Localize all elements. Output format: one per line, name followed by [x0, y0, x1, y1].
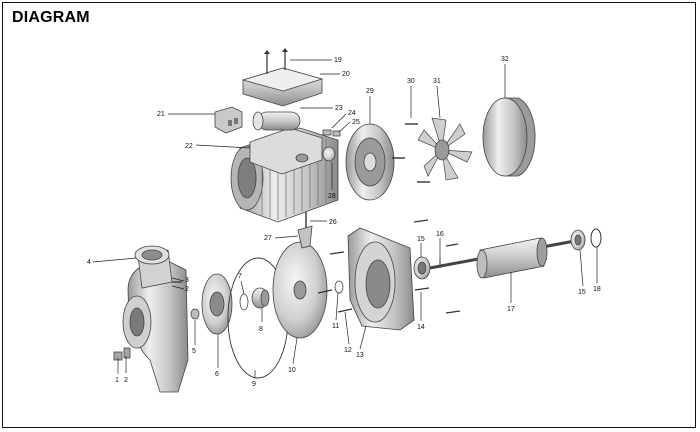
part-label: 5 — [192, 348, 196, 355]
part-label: 23 — [335, 105, 343, 112]
part-label: 2 — [124, 377, 128, 384]
part-label: 11 — [332, 323, 339, 330]
fan-assembly — [392, 117, 473, 183]
part-label: 7 — [238, 273, 242, 280]
terminal-box-cover — [241, 48, 324, 107]
part-label: 25 — [352, 119, 360, 126]
part-label: 14 — [417, 324, 425, 331]
impeller — [201, 273, 233, 335]
front-bearing — [413, 219, 461, 314]
part-labels: 1 2 2 3 4 5 6 7 8 9 10 11 12 13 14 15 15… — [87, 56, 601, 388]
part-label: 30 — [407, 78, 415, 85]
part-label: 24 — [348, 110, 356, 117]
rear-bearing — [570, 228, 602, 251]
small-fasteners — [305, 129, 341, 228]
diagram-title: DIAGRAM — [12, 9, 90, 26]
part-label: 13 — [356, 352, 364, 359]
part-label: 15 — [417, 236, 425, 243]
diffuser-plate — [272, 241, 328, 339]
seal-parts — [227, 257, 289, 379]
part-label: 12 — [344, 347, 352, 354]
part-label: 8 — [259, 326, 263, 333]
terminal-block — [214, 106, 243, 134]
pump-casing — [113, 245, 189, 393]
part-label: 17 — [507, 306, 515, 313]
part-label: 1 — [115, 377, 119, 384]
part-label: 21 — [157, 111, 165, 118]
part-label: 4 — [87, 259, 91, 266]
screws-11-12 — [317, 251, 353, 313]
part-label: 3 — [185, 277, 189, 284]
part-label: 6 — [215, 371, 219, 378]
part-label: 18 — [593, 286, 601, 293]
diagram-frame — [2, 2, 696, 428]
part-label: 9 — [252, 381, 256, 388]
rotor-shaft — [429, 237, 581, 279]
part-label: 28 — [328, 193, 336, 200]
motor-body — [230, 127, 339, 223]
part-label: 15 — [578, 289, 586, 296]
front-bracket — [347, 227, 415, 331]
part-label: 31 — [433, 78, 441, 85]
leader-lines — [92, 59, 598, 378]
part-label: 26 — [329, 219, 337, 226]
capacitor — [252, 111, 301, 131]
part-label: 10 — [288, 367, 296, 374]
drain-plug — [190, 308, 200, 320]
fan-cover — [482, 97, 536, 177]
part-label: 16 — [436, 231, 444, 238]
part-label: 2 — [185, 286, 189, 293]
part-label: 22 — [185, 143, 193, 150]
part-label: 27 — [264, 235, 272, 242]
part-label: 20 — [342, 71, 350, 78]
part-label: 29 — [366, 88, 374, 95]
part-label: 19 — [334, 57, 342, 64]
washer-27 — [297, 225, 313, 249]
rear-end-shield — [345, 123, 395, 201]
part-label: 32 — [501, 56, 509, 63]
